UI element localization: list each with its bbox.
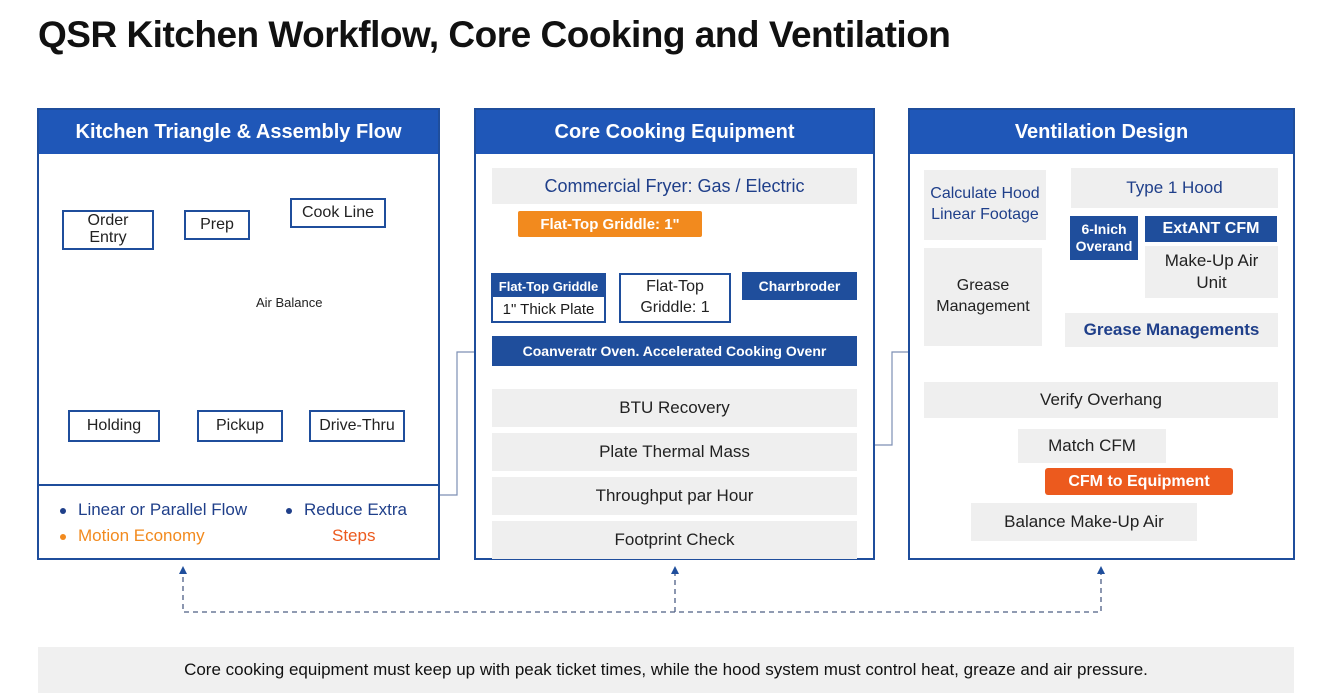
oven-box: Coanveratr Oven. Accelerated Cooking Ove…: [492, 336, 857, 366]
type1-hood-box: Type 1 Hood: [1071, 168, 1278, 208]
page-title: QSR Kitchen Workflow, Core Cooking and V…: [38, 14, 951, 55]
charbroiler-box: Charrbroder: [742, 272, 857, 300]
cook-line-box: Cook Line: [290, 198, 386, 228]
bullet-text: Linear or Parallel Flow: [78, 500, 248, 519]
thermal-mass-item: Plate Thermal Mass: [492, 433, 857, 471]
griddle-thick-sub: 1" Thick Plate: [502, 300, 595, 318]
order-entry-box: Order Entry: [62, 210, 154, 250]
bullet-text: Motion Economy: [78, 526, 205, 545]
pickup-box: Pickup: [197, 410, 283, 442]
holding-box: Holding: [68, 410, 160, 442]
bullet-dot: [60, 533, 66, 540]
exhaust-cfm-box: ExtANT CFM: [1145, 216, 1277, 242]
air-balance-label: Air Balance: [256, 295, 323, 310]
overhang-box: 6-Inich Overand: [1070, 216, 1138, 260]
griddle-thick-title: Flat-Top Griddle: [493, 275, 604, 297]
grease-right-box: Grease Managements: [1065, 313, 1278, 347]
panel-header: Kitchen Triangle & Assembly Flow: [39, 110, 438, 154]
match-cfm-box: Match CFM: [1018, 429, 1166, 463]
bullet-motion: Motion Economy: [60, 526, 205, 546]
bullet-linear: Linear or Parallel Flow: [60, 500, 247, 520]
kitchen-flow-panel: Kitchen Triangle & Assembly Flow: [37, 108, 440, 560]
bullet-dot: [60, 507, 66, 514]
drive-thru-box: Drive-Thru: [309, 410, 405, 442]
griddle-thick-box: Flat-Top Griddle 1" Thick Plate: [491, 273, 606, 323]
bullet-dot: [286, 507, 292, 514]
bullet-reduce: Reduce Extra: [286, 500, 407, 520]
calc-hood-box: Calculate Hood Linear Footage: [924, 170, 1046, 240]
makeup-unit-box: Make-Up Air Unit: [1145, 246, 1278, 298]
btu-recovery-item: BTU Recovery: [492, 389, 857, 427]
panel-divider: [38, 484, 439, 486]
footprint-item: Footprint Check: [492, 521, 857, 559]
panel-header: Core Cooking Equipment: [476, 110, 873, 154]
griddle-main-box: Flat-Top Griddle: 1": [518, 211, 702, 237]
throughput-item: Throughput par Hour: [492, 477, 857, 515]
panel-header: Ventilation Design: [910, 110, 1293, 154]
prep-box: Prep: [184, 210, 250, 240]
grease-left-box: Grease Management: [924, 248, 1042, 346]
verify-overhang-box: Verify Overhang: [924, 382, 1278, 418]
bullet-steps: Steps: [332, 526, 376, 545]
fryer-box: Commercial Fryer: Gas / Electric: [492, 168, 857, 204]
griddle-b-box: Flat-Top Griddle: 1: [619, 273, 731, 323]
footer-note: Core cooking equipment must keep up with…: [38, 647, 1294, 693]
balance-makeup-box: Balance Make-Up Air: [971, 503, 1197, 541]
bullet-text: Reduce Extra: [304, 500, 407, 519]
cfm-equipment-box: CFM to Equipment: [1045, 468, 1233, 495]
